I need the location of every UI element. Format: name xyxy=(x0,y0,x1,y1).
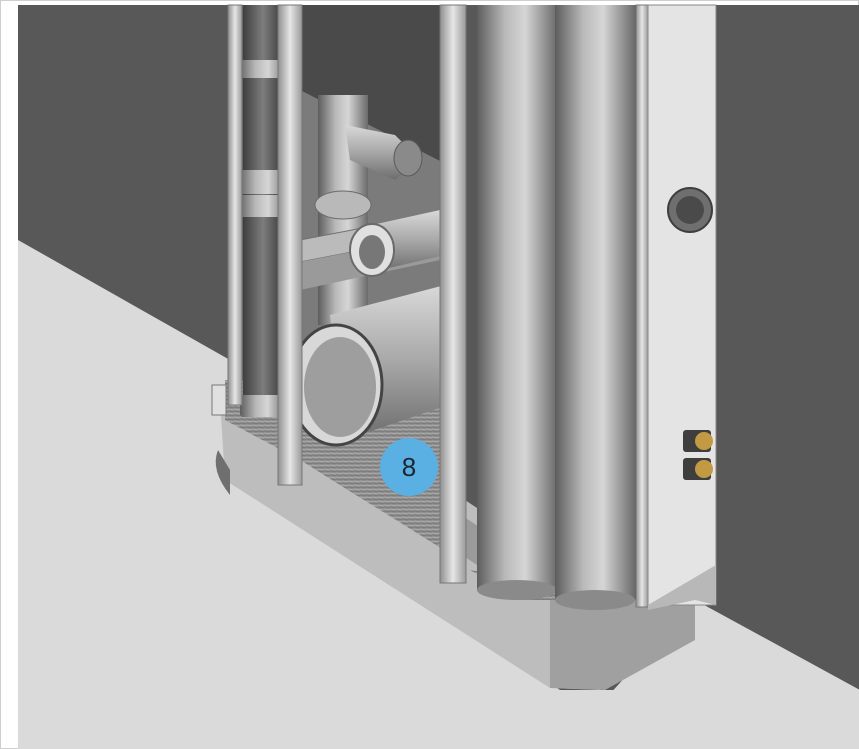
base-plinth-front xyxy=(550,600,695,690)
side-panel xyxy=(647,4,717,606)
cylinder-right xyxy=(555,5,635,600)
brass-valve-upper xyxy=(683,430,713,452)
frame-rail-center xyxy=(439,4,467,584)
brass-valve-lower xyxy=(683,458,713,480)
frame-rail-back xyxy=(227,4,243,406)
callout-label: 8 xyxy=(401,451,417,482)
cylinder-left xyxy=(477,5,557,590)
callout-marker: 8 xyxy=(380,438,438,496)
frame-rail-left xyxy=(277,4,303,486)
side-panel-edge xyxy=(635,4,649,608)
floor-right xyxy=(560,600,859,749)
